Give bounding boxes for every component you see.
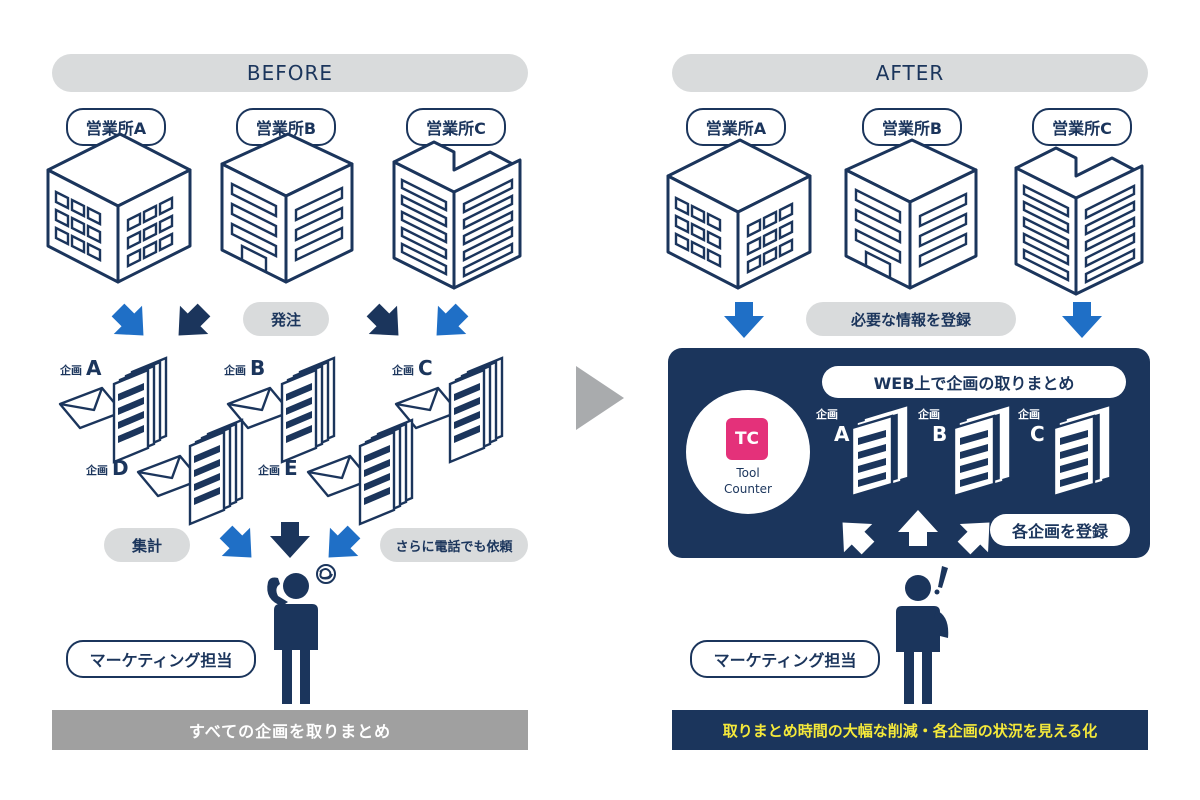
plan-c-document-icon (448, 356, 504, 464)
after-building-a-icon (666, 138, 812, 290)
office-label: 営業所A (85, 119, 147, 138)
plan-d-document-icon (188, 418, 244, 526)
tc-badge: TC (726, 418, 768, 460)
office-label: 営業所C (1052, 119, 1112, 138)
tool-counter-logo: TC Tool Counter (686, 390, 810, 514)
after-header: AFTER (672, 54, 1148, 92)
before-arrow-b-icon (164, 295, 219, 350)
before-header: BEFORE (52, 54, 528, 92)
web-aggregate-label: WEB上で企画の取りまとめ (822, 366, 1126, 398)
after-plan-a-letter: A (834, 422, 850, 446)
plan-a-letter: A (86, 356, 102, 380)
plan-b-letter: B (250, 356, 266, 380)
realized-person-icon (896, 566, 949, 704)
after-arrow-up-left-icon (828, 508, 883, 563)
order-text: 発注 (270, 310, 301, 329)
register-info-text: 必要な情報を登録 (850, 310, 971, 329)
before-arrow-c-icon (358, 295, 413, 350)
before-arrow-left-icon (211, 517, 266, 572)
before-header-text: BEFORE (246, 61, 334, 85)
after-office-c: 営業所C (1032, 108, 1132, 146)
tool-name-line2: Counter (724, 482, 772, 496)
before-footer: すべての企画を取りまとめ (52, 710, 528, 750)
phone-text: さらに電話でも依頼 (395, 539, 513, 555)
after-plan-b-letter: B (932, 422, 948, 446)
plan-e-document-icon (358, 418, 414, 526)
office-label: 営業所C (426, 119, 486, 138)
tc-badge-text: TC (734, 429, 760, 449)
after-building-b-icon (844, 138, 978, 290)
plan-d-prefix: 企画 (86, 464, 108, 477)
after-plan-b-prefix: 企画 (918, 408, 940, 421)
before-arrow-center-icon (270, 522, 310, 558)
before-arrow-d-icon (422, 295, 477, 350)
after-person-label: マーケティング担当 (690, 640, 880, 678)
before-footer-text: すべての企画を取りまとめ (188, 722, 392, 741)
before-to-after-arrow-icon (576, 366, 624, 430)
after-arrow-c-icon (1062, 302, 1102, 338)
register-each-label: 各企画を登録 (990, 514, 1130, 546)
office-label: 営業所B (881, 119, 943, 138)
after-plan-c-letter: C (1030, 422, 1045, 446)
after-plan-a-document-icon (850, 406, 908, 498)
before-arrow-right-icon (314, 517, 369, 572)
after-arrow-a-icon (724, 302, 764, 338)
aggregate-text: 集計 (131, 536, 162, 555)
plan-b-prefix: 企画 (224, 364, 246, 377)
before-building-a-icon (46, 132, 192, 284)
after-arrow-up-icon (898, 510, 938, 546)
aggregate-label: 集計 (104, 528, 190, 562)
office-label: 営業所A (705, 119, 767, 138)
plan-c-prefix: 企画 (392, 364, 414, 377)
plan-a-document-icon (112, 356, 168, 464)
order-label: 発注 (243, 302, 329, 336)
after-arrow-up-right-icon (949, 508, 1004, 563)
before-building-c-icon (392, 140, 522, 290)
after-plan-a-prefix: 企画 (816, 408, 838, 421)
person-label-text: マーケティング担当 (713, 651, 857, 670)
after-footer-text: 取りまとめ時間の大幅な削減・各企画の状況を見える化 (722, 721, 1098, 740)
plan-b-document-icon (280, 356, 336, 464)
plan-c-letter: C (418, 356, 433, 380)
plan-e-prefix: 企画 (258, 464, 280, 477)
after-building-c-icon (1014, 146, 1144, 296)
register-each-text: 各企画を登録 (1011, 522, 1108, 541)
phone-label: さらに電話でも依頼 (380, 528, 528, 562)
office-label: 営業所B (255, 119, 317, 138)
plan-a-prefix: 企画 (60, 364, 82, 377)
tool-name-line1: Tool (736, 466, 760, 480)
register-info-label: 必要な情報を登録 (806, 302, 1016, 336)
after-plan-c-prefix: 企画 (1018, 408, 1040, 421)
before-person-label: マーケティング担当 (66, 640, 256, 678)
after-plan-c-document-icon (1052, 406, 1110, 498)
plan-d-letter: D (112, 456, 129, 480)
before-arrow-a-icon (103, 295, 158, 350)
before-office-c: 営業所C (406, 108, 506, 146)
before-building-b-icon (220, 132, 354, 284)
after-header-text: AFTER (875, 61, 945, 85)
confused-person-icon (267, 564, 336, 704)
plan-e-letter: E (284, 456, 298, 480)
after-footer: 取りまとめ時間の大幅な削減・各企画の状況を見える化 (672, 710, 1148, 750)
web-aggregate-text: WEB上で企画の取りまとめ (873, 374, 1075, 393)
person-label-text: マーケティング担当 (89, 651, 233, 670)
after-plan-b-document-icon (952, 406, 1010, 498)
